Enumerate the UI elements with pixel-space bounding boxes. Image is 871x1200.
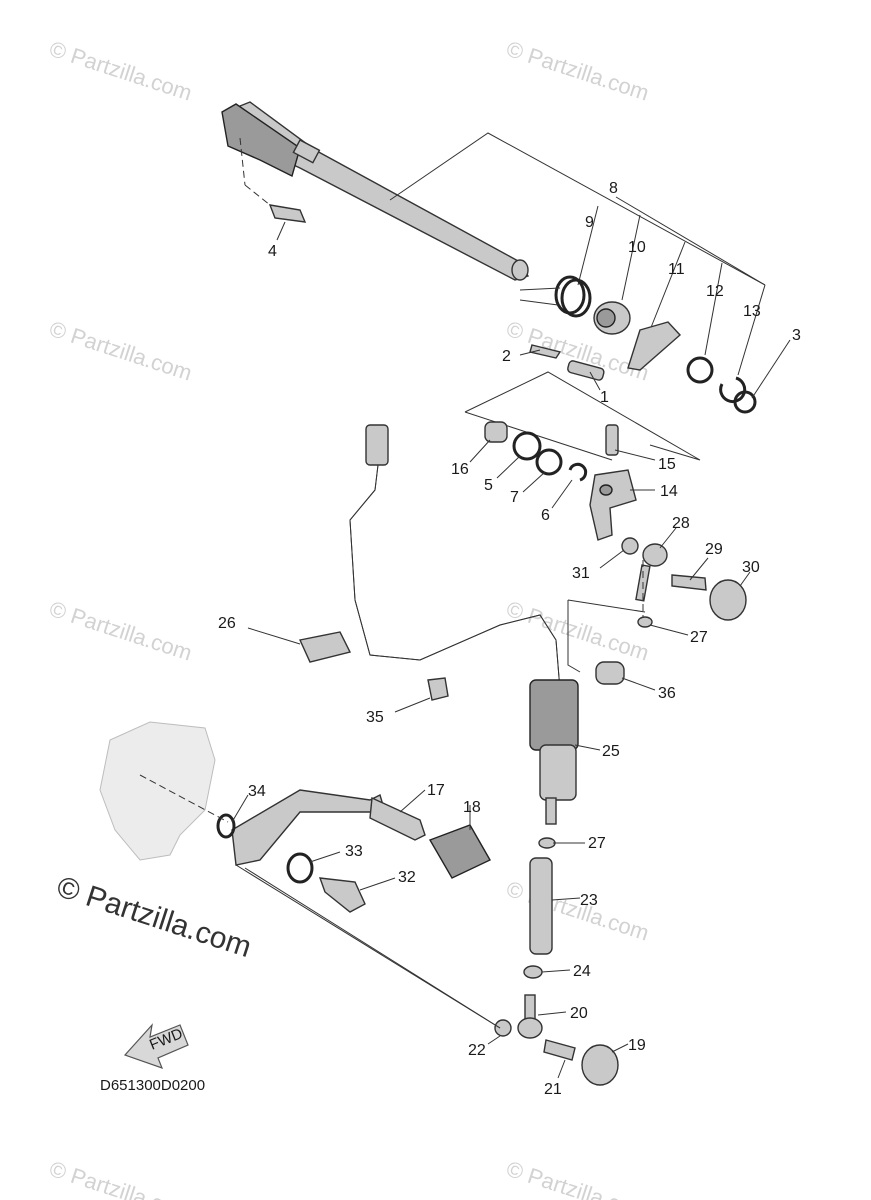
seal-5 — [512, 431, 542, 461]
callout-28: 28 — [672, 515, 690, 532]
washer-7 — [535, 448, 563, 476]
shift-shaft — [221, 101, 530, 281]
rod-23 — [529, 857, 553, 955]
callout-7: 7 — [510, 489, 519, 506]
group-bracket-lower — [464, 371, 701, 461]
callout-27-lower: 27 — [588, 835, 606, 852]
leader-lines — [231, 221, 791, 1079]
watermark: © Partzilla.com — [503, 1156, 652, 1200]
callout-16: 16 — [451, 461, 469, 478]
bolt-29 — [671, 574, 707, 591]
callout-19: 19 — [628, 1037, 646, 1054]
callout-25: 25 — [602, 743, 620, 760]
watermark: © Partzilla.com — [503, 36, 652, 106]
callout-29: 29 — [705, 541, 723, 558]
bolt-21 — [543, 1039, 576, 1061]
callout-36: 36 — [658, 685, 676, 702]
callout-15: 15 — [658, 456, 676, 473]
washer-34 — [216, 813, 236, 839]
callout-35: 35 — [366, 709, 384, 726]
clamp-36 — [595, 661, 625, 685]
watermark: © Partzilla.com — [503, 876, 652, 946]
watermark: © Partzilla.com — [503, 596, 652, 666]
shaft-bolt-4 — [239, 137, 307, 223]
washer-3 — [733, 390, 757, 414]
watermark-main: © Partzilla.com — [53, 870, 255, 964]
callout-20: 20 — [570, 1005, 588, 1022]
watermark: © Partzilla.com — [46, 316, 195, 386]
circlip-12 — [686, 356, 714, 384]
callout-31: 31 — [572, 565, 590, 582]
callout-33: 33 — [345, 843, 363, 860]
callout-18: 18 — [463, 799, 481, 816]
bearing-16 — [484, 421, 508, 443]
nut-22 — [494, 1019, 512, 1037]
callout-11: 11 — [668, 261, 685, 278]
cable-26 — [298, 424, 561, 691]
clip-6 — [568, 462, 588, 482]
callout-10: 10 — [628, 239, 646, 256]
bolt-15 — [605, 424, 619, 456]
shift-pedal — [231, 789, 426, 866]
collar-32 — [318, 877, 366, 913]
callout-17: 17 — [427, 782, 445, 799]
callout-22: 22 — [468, 1042, 486, 1059]
boot-30 — [709, 579, 747, 621]
collar-10 — [593, 301, 631, 335]
callout-5: 5 — [484, 477, 493, 494]
fwd-arrow: FWD — [123, 1023, 189, 1070]
callout-3: 3 — [792, 327, 801, 344]
watermark: © Partzilla.com — [46, 1156, 195, 1200]
callout-2: 2 — [502, 348, 511, 365]
oring-33 — [286, 852, 314, 884]
callout-24: 24 — [573, 963, 591, 980]
spring-1 — [567, 360, 605, 381]
circlip-13 — [719, 376, 747, 404]
callout-26: 26 — [218, 615, 236, 632]
callout-21: 21 — [544, 1081, 562, 1098]
group-8-bracket — [389, 132, 766, 376]
callout-12: 12 — [706, 283, 724, 300]
arm-14 — [589, 469, 637, 541]
callout-13: 13 — [743, 303, 761, 320]
rod-end-20 — [517, 994, 543, 1039]
actuator-25 — [529, 679, 579, 825]
callout-9: 9 — [585, 214, 594, 231]
diagram-code: D651300D0200 — [100, 1077, 205, 1094]
watermark: © Partzilla.com — [46, 596, 195, 666]
spring-9 — [519, 275, 592, 318]
callout-1: 1 — [600, 389, 609, 406]
callout-32: 32 — [398, 869, 416, 886]
nut-27-upper — [637, 616, 653, 628]
nut-24 — [523, 965, 543, 979]
rod-end-28 — [635, 543, 668, 602]
boot-19 — [581, 1044, 619, 1086]
callout-8: 8 — [609, 180, 618, 197]
callout-14: 14 — [660, 483, 678, 500]
watermark: © Partzilla.com — [46, 36, 195, 106]
nut-27-lower — [538, 837, 556, 849]
pedal-rubber-18 — [428, 824, 491, 879]
callout-23: 23 — [580, 892, 598, 909]
watermarks: © Partzilla.com © Partzilla.com © Partzi… — [46, 36, 652, 1200]
bolt-2 — [529, 344, 562, 359]
callout-4: 4 — [268, 243, 277, 260]
callout-27-upper: 27 — [690, 629, 708, 646]
callout-labels: 1 2 3 4 5 6 7 8 9 10 11 12 13 14 15 16 1… — [218, 180, 801, 1098]
nut-31 — [621, 537, 639, 555]
plate-11 — [627, 321, 682, 371]
clamp-35 — [427, 677, 449, 701]
callout-34: 34 — [248, 783, 266, 800]
callout-6: 6 — [541, 507, 550, 524]
engine-ghost — [99, 721, 216, 861]
callout-30: 30 — [742, 559, 760, 576]
